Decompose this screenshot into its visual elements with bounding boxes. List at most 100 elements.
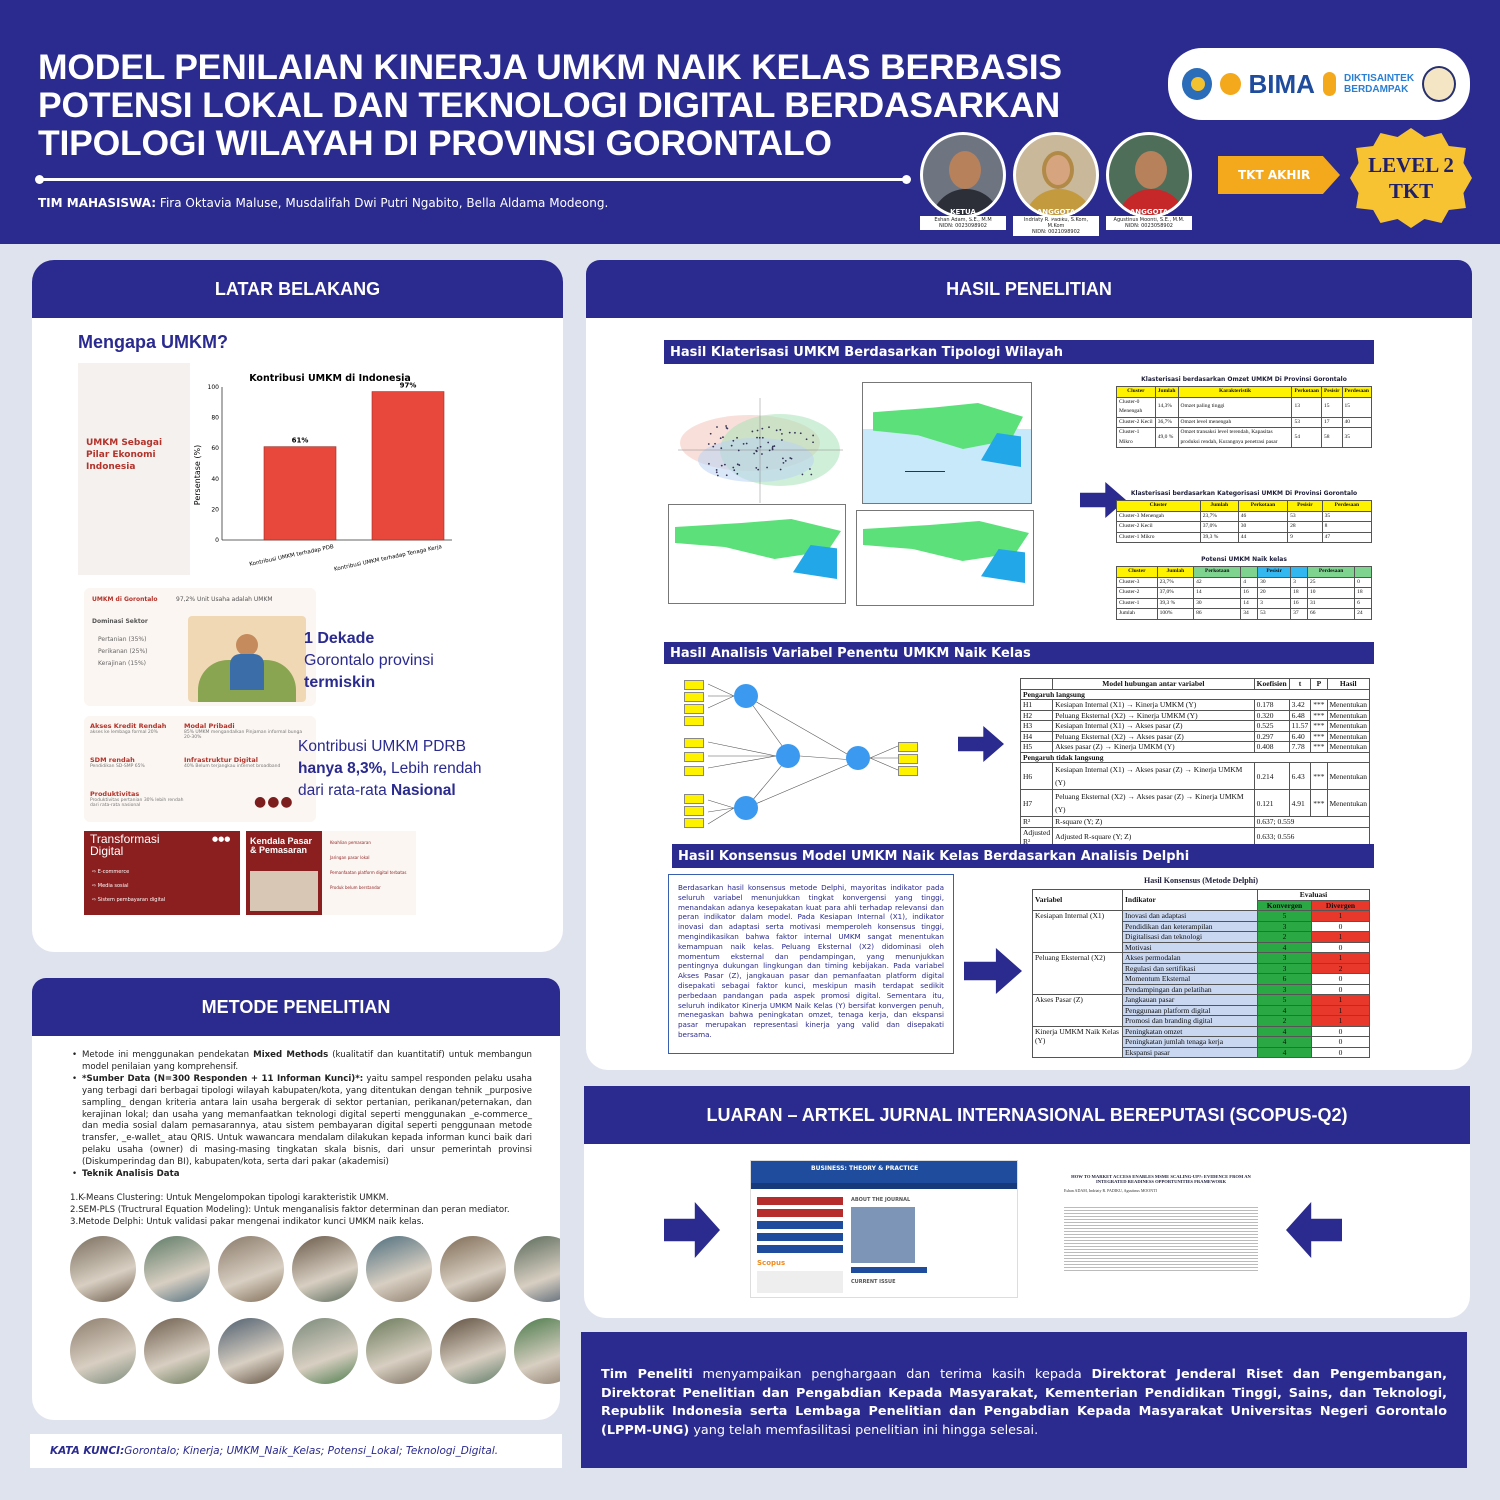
diktisaintek-icon — [1322, 72, 1337, 96]
delphi-title: Hasil Konsensus (Metode Delphi) — [1143, 876, 1258, 885]
scatter-point — [707, 443, 710, 445]
keywords-label: KATA KUNCI: — [50, 1445, 125, 1457]
scatter-point — [781, 432, 783, 435]
acknowledgement: Tim Peneliti menyampaikan penghargaan da… — [581, 1332, 1467, 1468]
field-photo — [144, 1318, 210, 1384]
x1-node — [734, 684, 758, 708]
paper-screenshot[interactable]: HOW TO MARKET ACCESS ENABLES MSME SCALIN… — [1054, 1160, 1268, 1298]
scatter-point — [799, 432, 802, 435]
scatter-point — [756, 429, 759, 432]
avatar — [920, 132, 1006, 218]
section-delphi: Hasil Konsensus Model UMKM Naik Kelas Be… — [672, 844, 1374, 868]
scatter-point — [771, 445, 774, 448]
bar-data-label: 61% — [292, 437, 309, 445]
kendala-title: Kendala Pasar & Pemasaran — [250, 836, 313, 855]
title-divider — [35, 175, 911, 184]
indicator-box — [684, 818, 704, 828]
scatter-point — [716, 474, 719, 477]
delphi-wrap: Hasil Konsensus (Metode Delphi) Variabel… — [1032, 876, 1370, 1058]
member-role: KETUA — [950, 208, 976, 216]
metode-text: •Metode ini menggunakan pendekatan Mixed… — [72, 1050, 532, 1180]
scatter-point — [789, 457, 792, 459]
scatter-point — [768, 449, 771, 452]
poster-title: MODEL PENILAIAN KINERJA UMKM NAIK KELAS … — [38, 48, 1128, 162]
dominasi-label: Dominasi Sektor — [92, 618, 148, 625]
scatter-point — [766, 466, 768, 469]
chart-panel: UMKM Sebagai Pilar Ekonomi Indonesia Kon… — [78, 363, 458, 575]
transform-list: ⇨ E-commerce ⇨ Media sosial ⇨ Sistem pem… — [92, 869, 166, 903]
scatter-point — [794, 431, 796, 434]
arrow-right-icon — [958, 726, 1004, 762]
scatter-point — [736, 463, 739, 466]
journal-cover — [851, 1207, 915, 1263]
map-2 — [668, 504, 846, 604]
scatter-point — [758, 436, 761, 439]
indicator-box — [684, 752, 704, 762]
arrow-right-icon — [964, 948, 1022, 994]
scatter-point — [782, 457, 784, 460]
field-photo — [70, 1318, 136, 1384]
bima-logo: BIMA — [1248, 68, 1315, 99]
pdrb-text: Kontribusi UMKM PDRB hanya 8,3%, Lebih r… — [298, 738, 482, 799]
indicator-box — [684, 704, 704, 714]
y-tick-label: 20 — [211, 506, 219, 513]
field-photo — [440, 1236, 506, 1302]
gorontalo-card-note: 97,2% Unit Usaha adalah UMKM — [176, 596, 273, 603]
section-klaster: Hasil Klaterisasi UMKM Berdasarkan Tipol… — [664, 340, 1374, 364]
scatter-point — [781, 439, 783, 441]
k1-table-wrap: Klasterisasi berdasarkan Omzet UMKM Di P… — [1116, 376, 1373, 448]
scatter-point — [716, 426, 718, 428]
scatter-point — [805, 438, 808, 441]
ministry-logo-icon — [1182, 68, 1212, 100]
pilar-label: UMKM Sebagai Pilar Ekonomi Indonesia — [86, 438, 163, 472]
scopus-logo: Scopus — [757, 1259, 786, 1267]
scatter-point — [722, 436, 724, 439]
metode-heading: METODE PENELITIAN — [32, 978, 560, 1036]
scatter-point — [756, 436, 758, 439]
scatter-point — [732, 466, 735, 469]
table-row: Kesiapan Internal (X1)Inovasi dan adapta… — [1032, 910, 1370, 953]
indicator-box — [684, 680, 704, 690]
umkm-bar-chart: Kontribusi UMKM di Indonesia Persentase … — [190, 363, 458, 575]
scatter-point — [788, 431, 791, 434]
scatter-point — [761, 427, 764, 430]
university-seal-icon — [1422, 66, 1456, 102]
scatter-point — [708, 462, 710, 465]
latar-card: LATAR BELAKANG Mengapa UMKM? UMKM Sebaga… — [32, 260, 563, 952]
field-photo — [366, 1318, 432, 1384]
delphi-text: Berdasarkan hasil konsensus metode Delph… — [668, 874, 954, 1054]
luaran-card: LUARAN – ARTKEL JURNAL INTERNASIONAL BER… — [584, 1086, 1470, 1318]
indicator-box — [898, 766, 918, 776]
journal-screenshot[interactable]: BUSINESS: THEORY & PRACTICE Scopus ABOUT… — [750, 1160, 1018, 1298]
member-caption: Agustinus Moonti, S.E., M.M.NIDN: 002305… — [1106, 216, 1192, 230]
farmer-illustration — [188, 616, 306, 702]
scatter-point — [812, 441, 814, 444]
indicator-box — [898, 742, 918, 752]
scatter-point — [782, 461, 785, 464]
chart-ylabel: Persentase (%) — [193, 445, 202, 505]
keywords: Gorontalo; Kinerja; UMKM_Naik_Kelas; Pot… — [124, 1445, 499, 1457]
journal-sidebar: Scopus — [757, 1197, 843, 1293]
scatter-point — [810, 473, 813, 476]
bima-mark-icon — [1219, 73, 1241, 95]
indicator-box — [684, 766, 704, 776]
member-role: ANGGOTA — [1036, 208, 1076, 216]
y-tick-label: 0 — [215, 537, 219, 544]
